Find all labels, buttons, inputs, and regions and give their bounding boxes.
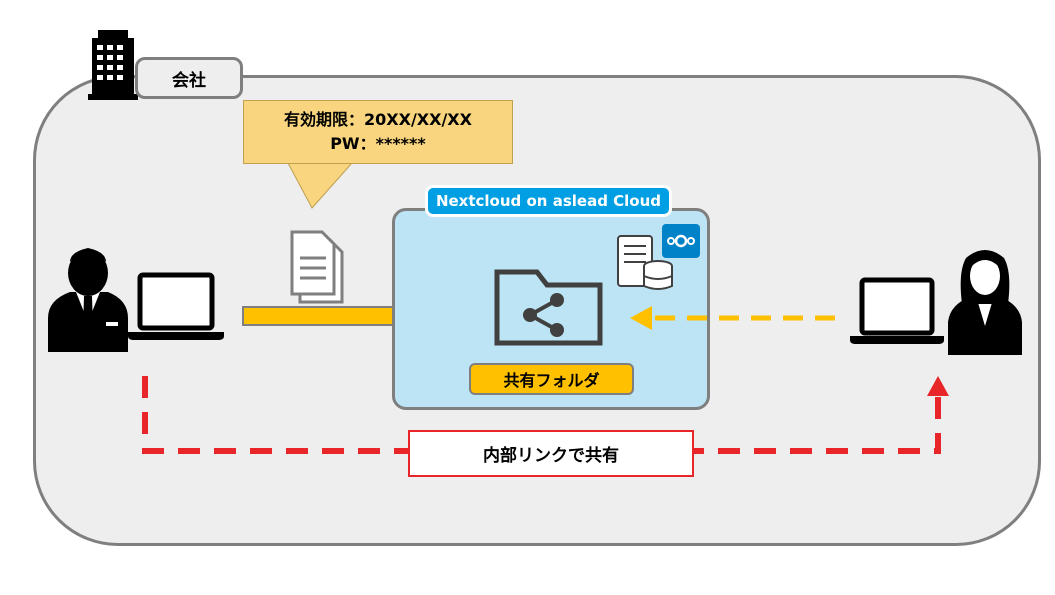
expiry-password-callout: 有効期限：20XX/XX/XX PW：****** xyxy=(243,100,513,164)
nextcloud-logo-icon xyxy=(662,224,700,258)
laptop-icon-right xyxy=(850,277,944,344)
internal-link-label-text: 内部リンクで共有 xyxy=(483,446,619,466)
shared-folder-icon xyxy=(494,269,603,346)
expiry-text: 有効期限：20XX/XX/XX xyxy=(284,110,472,129)
male-user-icon xyxy=(48,248,128,352)
internal-link-label: 内部リンクで共有 xyxy=(408,430,694,477)
password-text: PW：****** xyxy=(330,134,426,153)
building-icon xyxy=(88,30,138,100)
shared-folder-label-text: 共有フォルダ xyxy=(503,371,600,390)
cloud-title: Nextcloud on aslead Cloud xyxy=(425,185,672,217)
document-icon xyxy=(290,230,344,304)
company-label-text: 会社 xyxy=(172,70,206,91)
company-label: 会社 xyxy=(135,57,243,99)
access-arrow xyxy=(630,306,835,330)
cloud-title-text: Nextcloud on aslead Cloud xyxy=(435,192,662,210)
female-user-icon xyxy=(948,250,1022,355)
server-icon xyxy=(617,235,673,290)
laptop-icon-left xyxy=(128,272,224,340)
shared-folder-label: 共有フォルダ xyxy=(469,363,634,395)
